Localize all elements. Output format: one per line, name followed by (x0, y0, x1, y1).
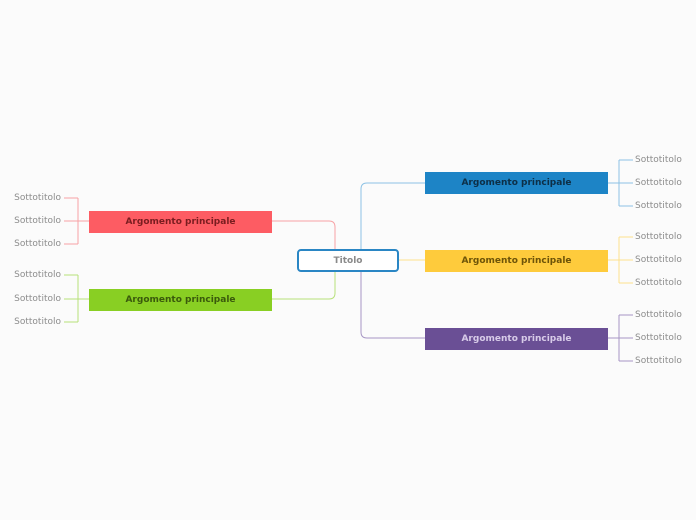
subtopic-right-bottom-1[interactable]: Sottotitolo (635, 310, 682, 320)
main-topic-left-top[interactable]: Argomento principale (89, 211, 272, 233)
subtopic-right-bottom-2[interactable]: Sottotitolo (635, 333, 682, 343)
sub-bracket-right-bottom (607, 314, 633, 362)
main-topic-left-bottom[interactable]: Argomento principale (89, 289, 272, 311)
main-topic-label: Argomento principale (461, 334, 572, 344)
main-topic-right-bottom[interactable]: Argomento principale (425, 328, 608, 350)
subtopic-right-top-3[interactable]: Sottotitolo (635, 201, 682, 211)
connector-left-bottom (271, 259, 336, 300)
sub-bracket-left-bottom (64, 274, 89, 323)
subtopic-right-middle-2[interactable]: Sottotitolo (635, 255, 682, 265)
connector-right-top (360, 182, 425, 249)
subtopic-left-top-1[interactable]: Sottotitolo (14, 193, 61, 203)
sub-bracket-right-middle (607, 236, 633, 284)
subtopic-left-top-3[interactable]: Sottotitolo (14, 239, 61, 249)
central-topic[interactable]: Titolo (297, 249, 399, 272)
connector-right-bottom (360, 272, 425, 339)
main-topic-label: Argomento principale (461, 178, 572, 188)
subtopic-right-middle-1[interactable]: Sottotitolo (635, 232, 682, 242)
subtopic-right-middle-3[interactable]: Sottotitolo (635, 278, 682, 288)
main-topic-label: Argomento principale (125, 217, 236, 227)
subtopic-right-bottom-3[interactable]: Sottotitolo (635, 356, 682, 366)
subtopic-left-bottom-3[interactable]: Sottotitolo (14, 317, 61, 327)
main-topic-right-middle[interactable]: Argomento principale (425, 250, 608, 272)
subtopic-right-top-1[interactable]: Sottotitolo (635, 155, 682, 165)
connector-left-top (271, 220, 336, 261)
main-topic-right-top[interactable]: Argomento principale (425, 172, 608, 194)
sub-bracket-left-top (64, 197, 89, 245)
subtopic-right-top-2[interactable]: Sottotitolo (635, 178, 682, 188)
sub-bracket-right-top (607, 159, 633, 207)
main-topic-label: Argomento principale (461, 256, 572, 266)
central-topic-label: Titolo (333, 255, 363, 266)
subtopic-left-bottom-2[interactable]: Sottotitolo (14, 294, 61, 304)
main-topic-label: Argomento principale (125, 295, 236, 305)
subtopic-left-bottom-1[interactable]: Sottotitolo (14, 270, 61, 280)
subtopic-left-top-2[interactable]: Sottotitolo (14, 216, 61, 226)
